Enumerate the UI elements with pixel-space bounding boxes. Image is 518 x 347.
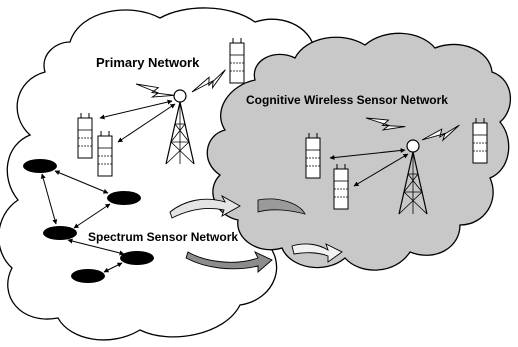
- cognitive-terminal-icon: [305, 132, 321, 179]
- primary-network-label: Primary Network: [96, 55, 200, 70]
- primary-terminal-icon: [97, 130, 113, 177]
- swirl-shape: [257, 198, 306, 215]
- cognitive-terminal-icon: [333, 163, 349, 210]
- cognitive-network-label: Cognitive Wireless Sensor Network: [246, 93, 448, 107]
- sensor-node-icon: [120, 251, 154, 265]
- sensor-node-icon: [107, 191, 141, 205]
- sensor-link-arrow: [67, 238, 125, 256]
- swirl-shape: [185, 251, 273, 273]
- swirl-shape: [291, 243, 343, 263]
- sensor-node-icon: [43, 226, 77, 240]
- sensor-link-arrow: [73, 203, 111, 229]
- link-arrow: [117, 103, 176, 143]
- sensor-link-arrow: [103, 262, 123, 273]
- sensor-link-arrow: [54, 170, 109, 194]
- link-arrow: [353, 153, 409, 187]
- cognitive-terminal-icon: [472, 117, 488, 164]
- swirl-shape: [169, 194, 241, 219]
- sensor-node-icon: [71, 269, 105, 283]
- primary-terminal-icon: [229, 37, 245, 84]
- spectrum-network-label: Spectrum Sensor Network: [88, 230, 238, 244]
- sensor-node-icon: [23, 159, 57, 173]
- sensor-link-arrow: [40, 173, 58, 225]
- primary-terminal-icon: [77, 112, 93, 159]
